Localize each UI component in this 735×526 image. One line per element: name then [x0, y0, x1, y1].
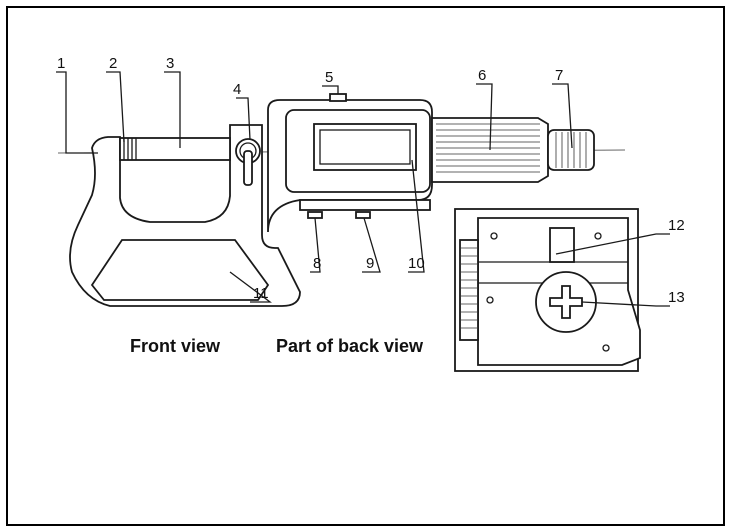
callout-3: 3 [166, 55, 174, 72]
caption-back-view: Part of back view [276, 336, 424, 356]
callout-5: 5 [325, 69, 333, 86]
lcd-display [313, 123, 417, 171]
caption-front-view: Front view [130, 336, 221, 356]
insulation-plate [90, 239, 270, 301]
callout-13: 13 [668, 289, 685, 306]
callout-10: 10 [408, 255, 425, 272]
button-9 [355, 211, 371, 219]
callout-9: 9 [366, 255, 374, 272]
callout-1: 1 [57, 55, 65, 72]
spindle [119, 137, 231, 161]
callout-2: 2 [109, 55, 117, 72]
callout-4: 4 [233, 81, 241, 98]
battery-cover-cross [549, 285, 583, 319]
callout-11: 11 [253, 285, 269, 302]
callout-8: 8 [313, 255, 321, 272]
top-button [329, 93, 347, 102]
callout-6: 6 [478, 67, 486, 84]
battery-clip [549, 227, 575, 263]
button-8 [307, 211, 323, 219]
callout-12: 12 [668, 217, 685, 234]
callout-7: 7 [555, 67, 563, 84]
micrometer-diagram: 1 2 3 4 5 6 7 8 9 10 11 12 13 Front view… [56, 55, 685, 372]
